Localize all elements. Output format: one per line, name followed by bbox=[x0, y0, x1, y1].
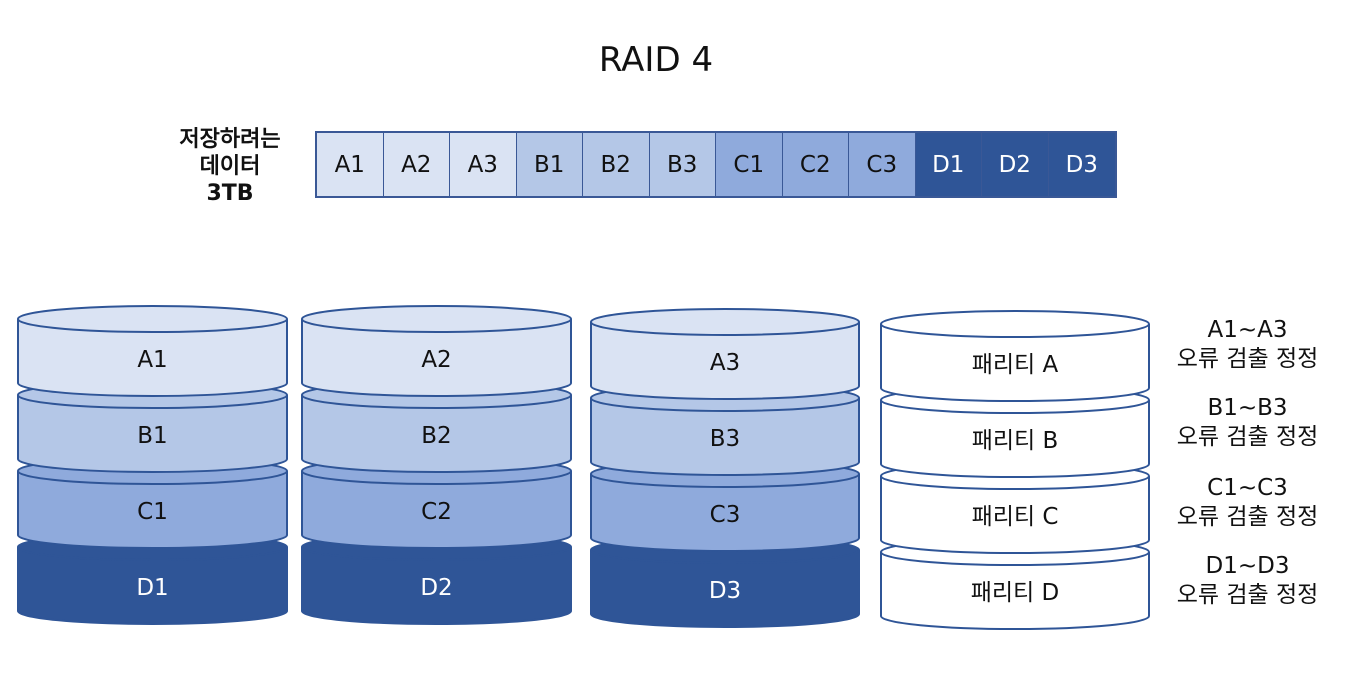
disk-block-label: D1 bbox=[136, 575, 168, 601]
disk-block-label: A1 bbox=[137, 347, 167, 373]
disk-block-label: 패리티 D bbox=[971, 580, 1060, 606]
data-label-line2: 데이터 bbox=[199, 154, 261, 179]
disk-block-label: B1 bbox=[137, 423, 167, 449]
parity-caption-range: B1~B3 bbox=[1207, 395, 1288, 421]
strip-cell-b1: B1 bbox=[516, 133, 583, 196]
strip-cell-d1: D1 bbox=[915, 133, 982, 196]
parity-caption: A1~A3 오류 검출 정정 bbox=[1160, 316, 1335, 374]
strip-cell-d2: D2 bbox=[982, 133, 1049, 196]
parity-caption-desc: 오류 검출 정정 bbox=[1176, 346, 1319, 372]
disk-block-label: B3 bbox=[710, 426, 740, 452]
disk-block-label: C2 bbox=[421, 499, 452, 525]
disk-block-parity-1: 패리티 A bbox=[880, 310, 1150, 402]
data-label-line3: 3TB bbox=[206, 181, 254, 206]
disk-block-label: A2 bbox=[421, 347, 451, 373]
parity-disk: 패리티 D 패리티 C 패리티 B 패리티 A bbox=[880, 310, 1150, 630]
strip-cell-b2: B2 bbox=[583, 133, 650, 196]
disk-block-label: 패리티 A bbox=[972, 352, 1059, 378]
strip-cell-c3: C3 bbox=[849, 133, 916, 196]
data-label-line1: 저장하려는 bbox=[179, 127, 281, 152]
disk-1: D1 C1 B1 A1 bbox=[17, 305, 288, 625]
strip-cell-a2: A2 bbox=[383, 133, 450, 196]
strip-cell-c2: C2 bbox=[782, 133, 849, 196]
strip-cell-b3: B3 bbox=[649, 133, 716, 196]
disk-block-label: C1 bbox=[137, 499, 168, 525]
disk-block-label: C3 bbox=[710, 502, 741, 528]
parity-caption-desc: 오류 검출 정정 bbox=[1176, 582, 1319, 608]
strip-cell-d3: D3 bbox=[1048, 133, 1115, 196]
parity-caption: D1~D3 오류 검출 정정 bbox=[1160, 552, 1335, 610]
disk-block-label: A3 bbox=[710, 350, 740, 376]
disk-block-label: D3 bbox=[709, 578, 741, 604]
parity-caption-range: D1~D3 bbox=[1205, 553, 1290, 579]
strip-cell-a3: A3 bbox=[450, 133, 517, 196]
disk-block-2: B2 bbox=[301, 381, 572, 473]
disk-block-label: D2 bbox=[420, 575, 452, 601]
parity-caption: B1~B3 오류 검출 정정 bbox=[1160, 394, 1335, 452]
parity-caption-desc: 오류 검출 정정 bbox=[1176, 424, 1319, 450]
parity-caption-range: A1~A3 bbox=[1207, 317, 1288, 343]
disk-2: D2 C2 B2 A2 bbox=[301, 305, 572, 625]
diagram-title: RAID 4 bbox=[598, 40, 714, 80]
disk-block-1: A3 bbox=[590, 308, 860, 400]
disk-block-1: A1 bbox=[17, 305, 288, 397]
strip-cell-a1: A1 bbox=[317, 133, 384, 196]
strip-cell-c1: C1 bbox=[716, 133, 783, 196]
parity-caption: C1~C3 오류 검출 정정 bbox=[1160, 474, 1335, 532]
disk-block-label: 패리티 C bbox=[972, 504, 1059, 530]
parity-caption-desc: 오류 검출 정정 bbox=[1176, 504, 1319, 530]
parity-caption-range: C1~C3 bbox=[1207, 475, 1288, 501]
disk-block-1: A2 bbox=[301, 305, 572, 397]
disk-block-label: 패리티 B bbox=[972, 428, 1059, 454]
data-label: 저장하려는 데이터 3TB bbox=[160, 126, 300, 207]
disk-3: D3 C3 B3 A3 bbox=[590, 308, 860, 628]
disk-block-label: B2 bbox=[421, 423, 451, 449]
